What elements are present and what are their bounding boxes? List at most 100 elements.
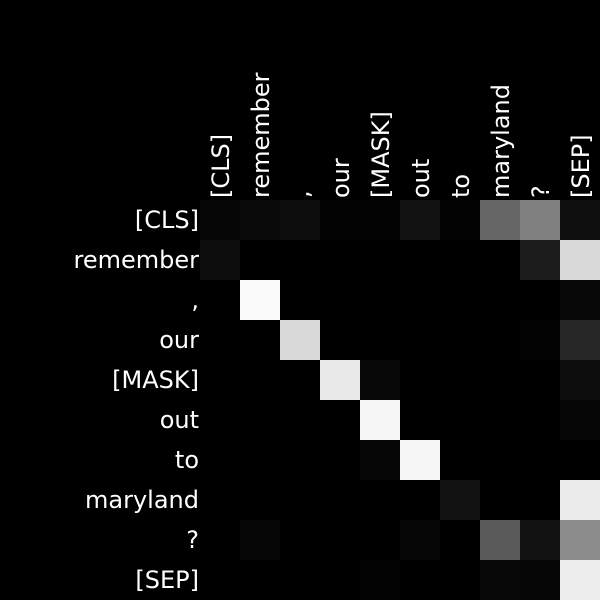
- heatmap-cell-r9-c4: [360, 560, 400, 600]
- column-label: our: [327, 158, 355, 198]
- heatmap-cell-r1-c1: [240, 240, 280, 280]
- heatmap-cell-r8-c6: [440, 520, 480, 560]
- heatmap-cell-r5-c0: [200, 400, 240, 440]
- heatmap-cell-r0-c1: [240, 200, 280, 240]
- heatmap-cell-r8-c2: [280, 520, 320, 560]
- heatmap-cell-r1-c5: [400, 240, 440, 280]
- heatmap-cell-r0-c2: [280, 200, 320, 240]
- heatmap-cell-r1-c4: [360, 240, 400, 280]
- heatmap-cell-r5-c7: [480, 400, 520, 440]
- row-label: [SEP]: [135, 566, 199, 594]
- heatmap-cell-r3-c1: [240, 320, 280, 360]
- column-label: [CLS]: [207, 134, 235, 198]
- row-label: maryland: [85, 486, 199, 514]
- heatmap-cell-r8-c3: [320, 520, 360, 560]
- heatmap-cell-r6-c0: [200, 440, 240, 480]
- heatmap-cell-r6-c2: [280, 440, 320, 480]
- heatmap-cell-r5-c5: [400, 400, 440, 440]
- heatmap-cell-r9-c8: [520, 560, 560, 600]
- heatmap-cell-r2-c9: [560, 280, 600, 320]
- heatmap-cell-r8-c8: [520, 520, 560, 560]
- heatmap-cell-r1-c6: [440, 240, 480, 280]
- heatmap-cell-r0-c9: [560, 200, 600, 240]
- heatmap-cell-r6-c5: [400, 440, 440, 480]
- heatmap-cell-r9-c3: [320, 560, 360, 600]
- heatmap-cell-r1-c7: [480, 240, 520, 280]
- heatmap-cell-r6-c3: [320, 440, 360, 480]
- column-label: remember: [247, 72, 275, 198]
- row-labels: [CLS]remember,our[MASK]outtomaryland?[SE…: [74, 206, 200, 594]
- heatmap-cell-r4-c2: [280, 360, 320, 400]
- heatmap-cell-r2-c2: [280, 280, 320, 320]
- heatmap-cell-r4-c7: [480, 360, 520, 400]
- heatmap-cell-r1-c0: [200, 240, 240, 280]
- heatmap-cell-r3-c9: [560, 320, 600, 360]
- heatmap-cell-r9-c0: [200, 560, 240, 600]
- heatmap-cell-r8-c5: [400, 520, 440, 560]
- heatmap-cell-r4-c1: [240, 360, 280, 400]
- heatmap-cell-r1-c3: [320, 240, 360, 280]
- heatmap-cell-r4-c3: [320, 360, 360, 400]
- heatmap-cell-r6-c4: [360, 440, 400, 480]
- heatmap-cell-r9-c5: [400, 560, 440, 600]
- heatmap-cell-r7-c3: [320, 480, 360, 520]
- heatmap-cell-r0-c6: [440, 200, 480, 240]
- heatmap-cell-r2-c5: [400, 280, 440, 320]
- row-label: ,: [191, 286, 199, 314]
- heatmap-cell-r2-c8: [520, 280, 560, 320]
- heatmap-cell-r4-c8: [520, 360, 560, 400]
- heatmap-cell-r3-c3: [320, 320, 360, 360]
- heatmap-cell-r8-c9: [560, 520, 600, 560]
- heatmap-cell-r6-c7: [480, 440, 520, 480]
- row-label: remember: [74, 246, 200, 274]
- heatmap-cell-r5-c8: [520, 400, 560, 440]
- heatmap-cell-r4-c0: [200, 360, 240, 400]
- row-label: ?: [186, 526, 199, 554]
- row-label: to: [175, 446, 199, 474]
- heatmap-cell-r4-c6: [440, 360, 480, 400]
- heatmap-cell-r0-c3: [320, 200, 360, 240]
- heatmap-cell-r2-c0: [200, 280, 240, 320]
- heatmap-cell-r0-c4: [360, 200, 400, 240]
- heatmap-cell-r6-c9: [560, 440, 600, 480]
- heatmap-cell-r5-c6: [440, 400, 480, 440]
- heatmap-cell-r4-c5: [400, 360, 440, 400]
- heatmap-cell-r9-c6: [440, 560, 480, 600]
- heatmap-cell-r3-c7: [480, 320, 520, 360]
- heatmap-cell-r7-c7: [480, 480, 520, 520]
- heatmap-cell-r9-c7: [480, 560, 520, 600]
- column-label: out: [407, 159, 435, 198]
- heatmap-cell-r6-c6: [440, 440, 480, 480]
- heatmap-cell-r5-c4: [360, 400, 400, 440]
- heatmap-cell-r4-c4: [360, 360, 400, 400]
- heatmap-cell-r2-c4: [360, 280, 400, 320]
- row-label: [CLS]: [135, 206, 199, 234]
- heatmap-cell-r0-c8: [520, 200, 560, 240]
- heatmap-cell-r5-c2: [280, 400, 320, 440]
- heatmap-cell-r6-c1: [240, 440, 280, 480]
- heatmap-cell-r5-c9: [560, 400, 600, 440]
- heatmap-cell-r8-c7: [480, 520, 520, 560]
- heatmap-cell-r3-c0: [200, 320, 240, 360]
- row-label: our: [159, 326, 199, 354]
- heatmap-cell-r1-c2: [280, 240, 320, 280]
- heatmap-cell-r0-c0: [200, 200, 240, 240]
- heatmap-cell-r3-c5: [400, 320, 440, 360]
- column-label: ?: [527, 185, 555, 198]
- heatmap-cell-r9-c9: [560, 560, 600, 600]
- heatmap-cell-r7-c9: [560, 480, 600, 520]
- column-label: to: [447, 174, 475, 198]
- heatmap-cell-r7-c6: [440, 480, 480, 520]
- column-label: [MASK]: [367, 111, 395, 198]
- heatmap-cell-r3-c2: [280, 320, 320, 360]
- row-label: out: [160, 406, 199, 434]
- heatmap-cell-r7-c8: [520, 480, 560, 520]
- heatmap-cell-r2-c6: [440, 280, 480, 320]
- column-label: maryland: [487, 84, 515, 198]
- heatmap-cell-r0-c5: [400, 200, 440, 240]
- column-label: [SEP]: [567, 134, 595, 198]
- heatmap-cell-r9-c1: [240, 560, 280, 600]
- heatmap-cell-r2-c1: [240, 280, 280, 320]
- heatmap-cell-r3-c8: [520, 320, 560, 360]
